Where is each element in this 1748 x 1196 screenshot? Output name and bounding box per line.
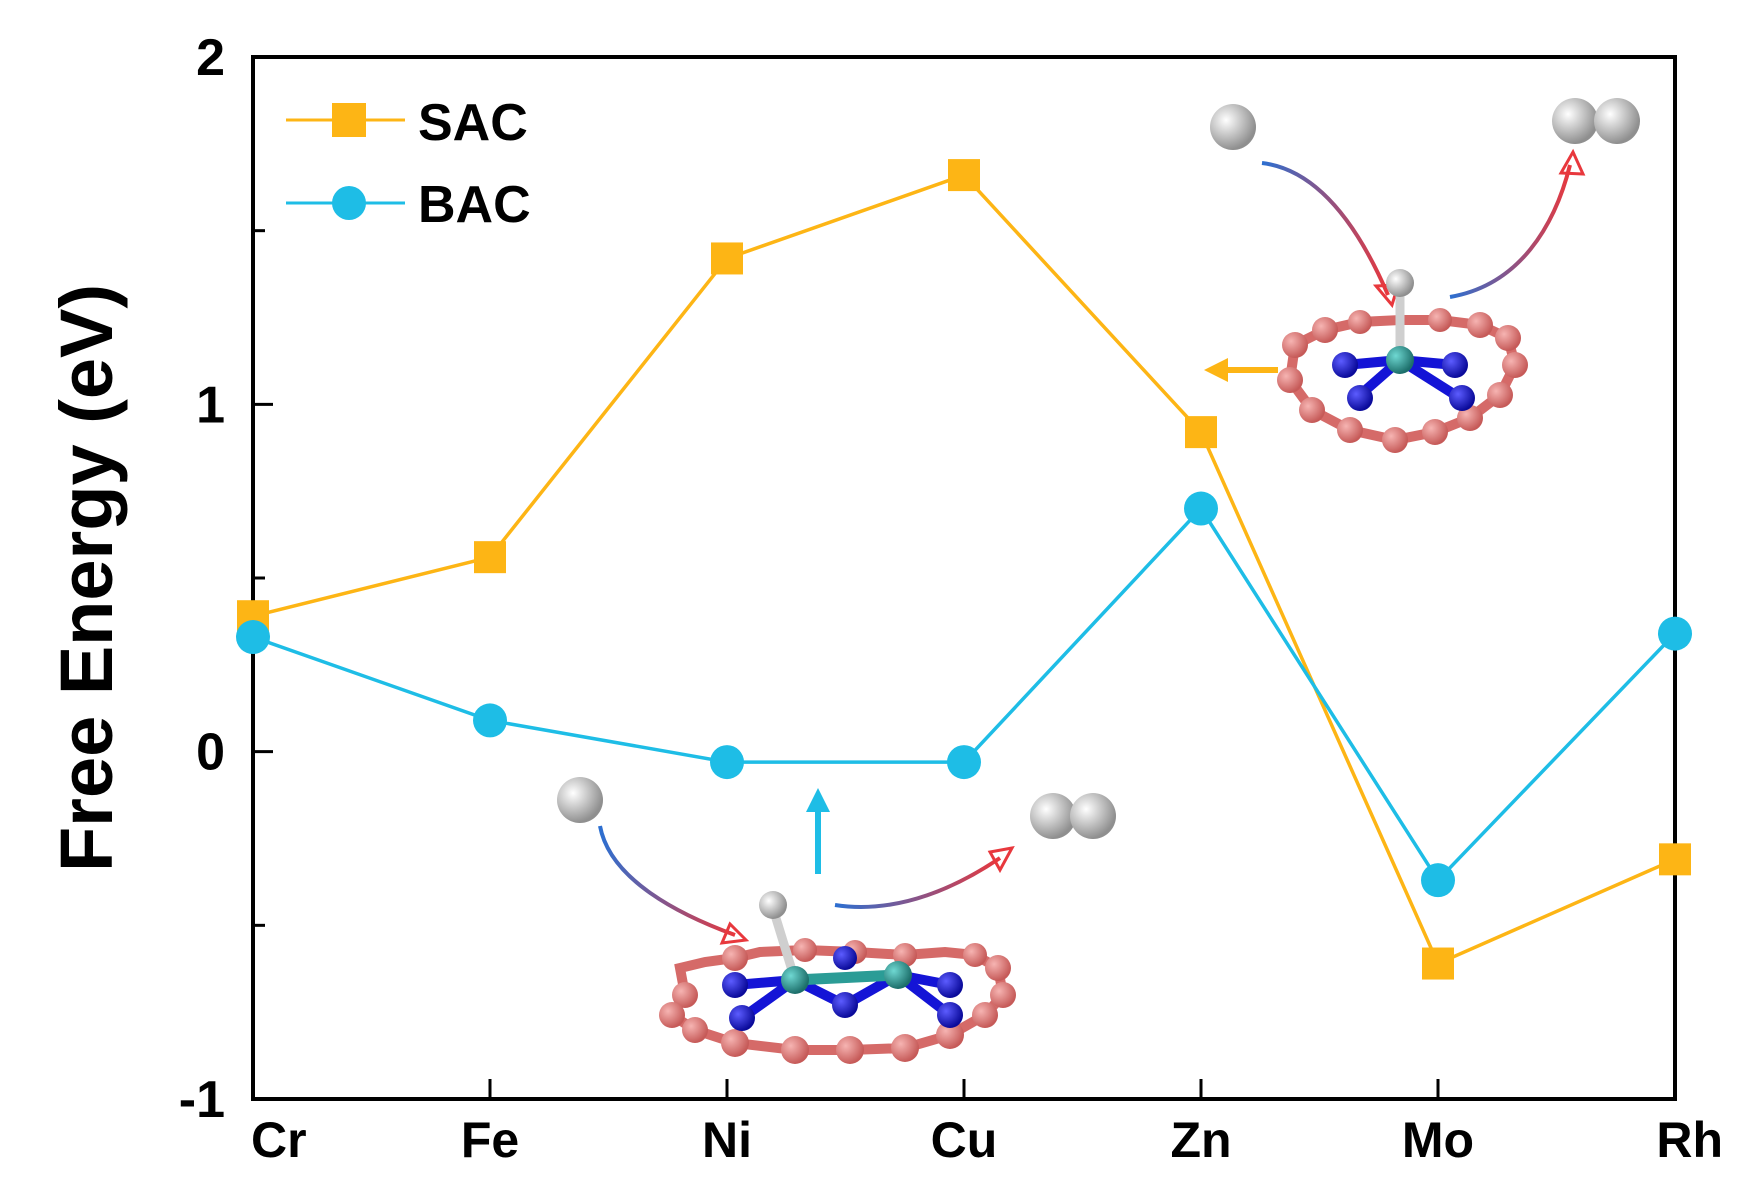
y-tick-label: 0 <box>196 724 225 782</box>
x-tick-label-zn: Zn <box>1170 1112 1231 1168</box>
data-point-sac-cu <box>948 159 980 192</box>
series-layer <box>236 159 1692 980</box>
data-point-bac-fe <box>473 703 507 738</box>
data-point-bac-cr <box>236 620 270 655</box>
data-point-sac-zn <box>1185 416 1217 449</box>
sac-indicator-arrow <box>1204 358 1278 382</box>
sac-h-adsorption-icon <box>1210 98 1640 453</box>
data-point-sac-fe <box>474 541 506 574</box>
series-bac <box>236 491 1692 898</box>
hydrogen-atom-icon <box>557 777 603 823</box>
y-axis-title: Free Energy (eV) <box>45 284 128 872</box>
data-point-bac-mo <box>1421 863 1455 898</box>
legend-bac-marker <box>332 186 366 220</box>
data-point-bac-rh <box>1658 616 1692 651</box>
x-axis: Cr Fe Ni Cu Zn Mo Rh <box>251 1079 1723 1168</box>
x-tick-label-mo: Mo <box>1402 1112 1474 1168</box>
data-point-bac-zn <box>1184 491 1218 526</box>
series-sac <box>237 159 1691 980</box>
data-point-bac-ni <box>710 745 744 780</box>
h2-molecule-icon <box>1030 793 1076 839</box>
legend-sac-label: SAC <box>418 94 528 152</box>
legend-sac-marker <box>332 103 366 137</box>
data-point-bac-cu <box>947 745 981 780</box>
y-tick-label: -1 <box>179 1071 225 1129</box>
x-tick-label-rh: Rh <box>1656 1112 1723 1168</box>
bac-h-adsorption-icon <box>557 777 1116 1064</box>
data-point-sac-rh <box>1659 843 1691 876</box>
data-point-sac-mo <box>1422 947 1454 980</box>
hydrogen-atom-icon <box>1210 104 1256 150</box>
y-tick-label: 2 <box>196 29 225 87</box>
legend: SAC BAC <box>286 94 531 234</box>
y-tick-label: 1 <box>196 376 225 434</box>
y-axis: -1 0 1 2 <box>179 29 273 1129</box>
legend-bac-label: BAC <box>418 176 531 234</box>
bac-indicator-arrow <box>806 788 830 874</box>
x-tick-label-cu: Cu <box>931 1112 998 1168</box>
data-point-sac-ni <box>711 242 743 275</box>
x-tick-label-cr: Cr <box>251 1112 307 1168</box>
h2-molecule-icon <box>1552 98 1598 144</box>
x-tick-label-fe: Fe <box>461 1112 519 1168</box>
x-tick-label-ni: Ni <box>702 1112 752 1168</box>
